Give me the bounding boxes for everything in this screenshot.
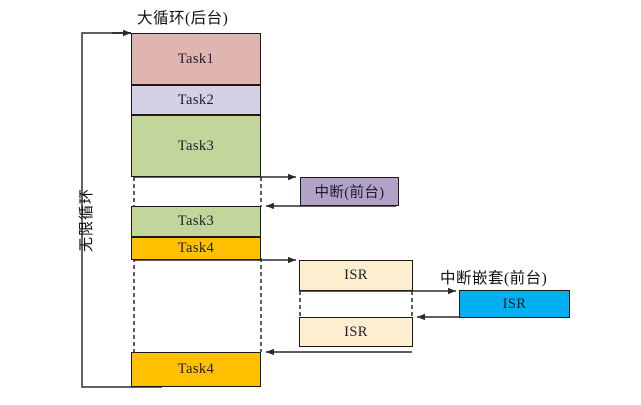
isr-column-dashed-rails xyxy=(299,291,413,317)
block-isr-first[interactable]: ISR xyxy=(299,260,413,291)
block-task3-first[interactable]: Task3 xyxy=(131,115,261,177)
title-nested-interrupt: 中断嵌套(前台) xyxy=(440,270,548,287)
block-nested-isr[interactable]: ISR xyxy=(459,290,570,318)
main-column-dashed-rails xyxy=(133,177,262,352)
block-task4-first[interactable]: Task4 xyxy=(131,237,261,260)
block-task1[interactable]: Task1 xyxy=(131,33,261,85)
label-infinite-loop: 无限循环 xyxy=(79,187,95,252)
block-task2[interactable]: Task2 xyxy=(131,85,261,115)
block-interrupt-foreground[interactable]: 中断(前台) xyxy=(300,177,399,206)
title-background-loop: 大循环(后台) xyxy=(137,10,229,27)
block-isr-second[interactable]: ISR xyxy=(299,317,413,347)
infinite-loop-bracket xyxy=(81,29,162,388)
block-task4-second[interactable]: Task4 xyxy=(131,352,261,387)
block-task3-second[interactable]: Task3 xyxy=(131,206,261,237)
